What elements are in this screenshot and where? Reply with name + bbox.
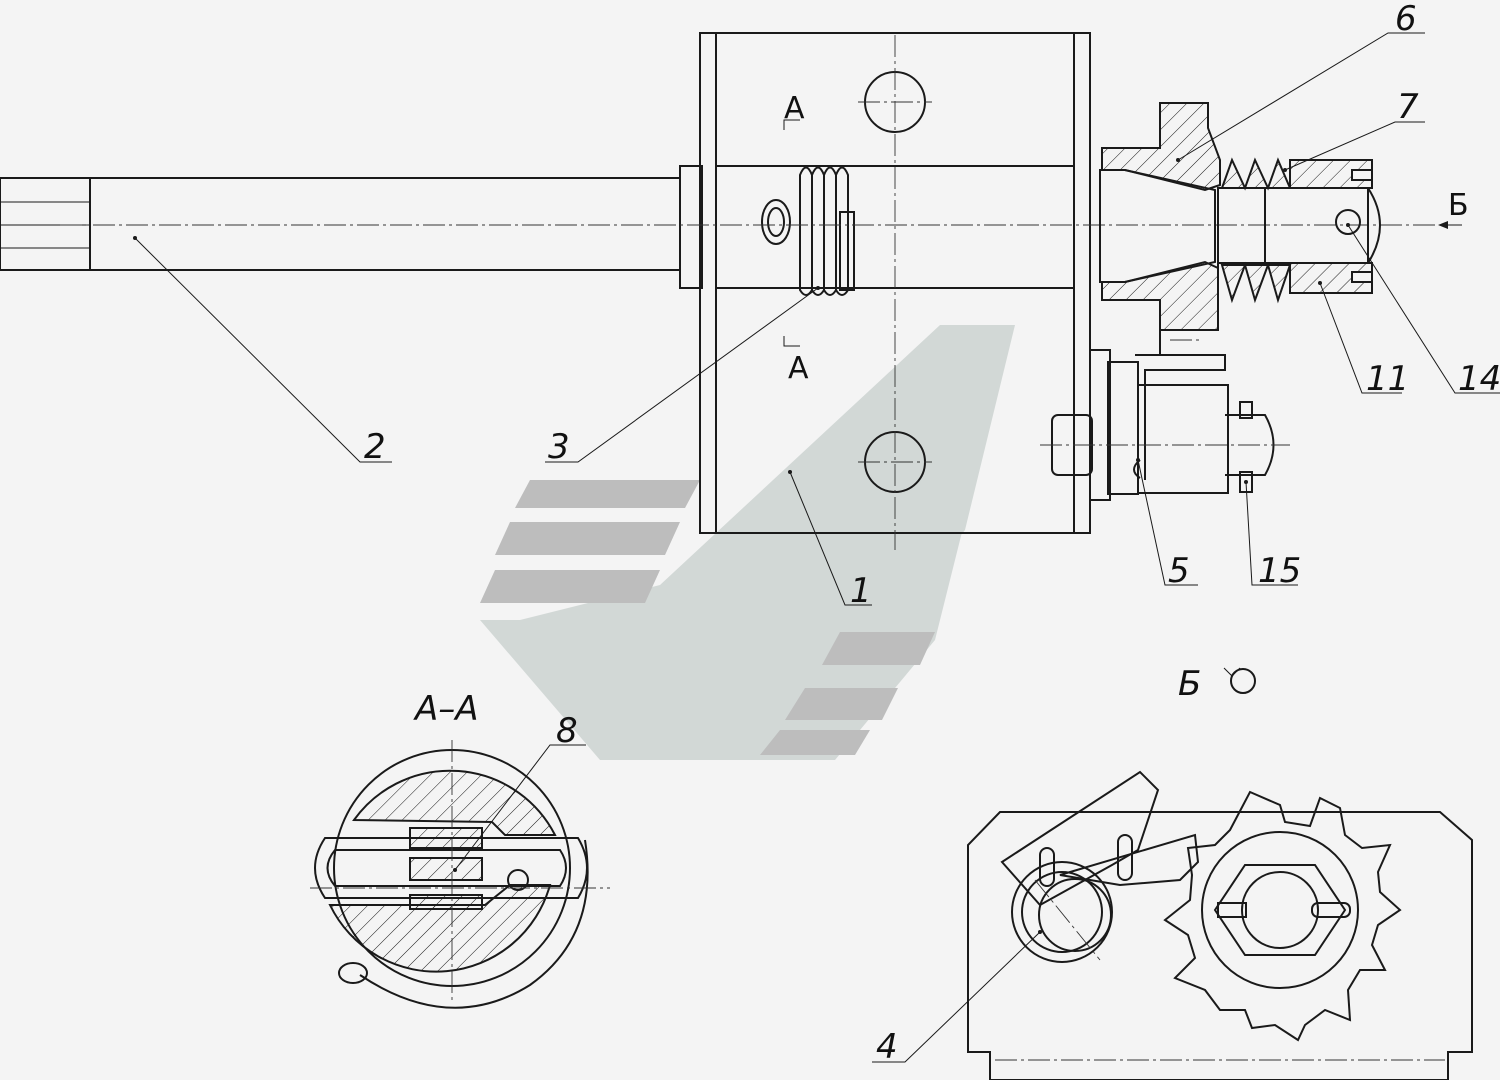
part-number-3: 3 bbox=[548, 427, 570, 467]
leader-lines: 2 3 1 5 15 6 7 11 14 bbox=[133, 0, 1500, 611]
housing-body bbox=[699, 32, 1091, 550]
part-number-8: 8 bbox=[556, 711, 578, 751]
part-number-15: 15 bbox=[1258, 551, 1301, 591]
part-number-4: 4 bbox=[876, 1027, 898, 1067]
rotation-arrow-icon bbox=[1223, 667, 1256, 694]
section-a-a: А–А 8 bbox=[310, 689, 610, 1009]
part-number-6: 6 bbox=[1395, 0, 1417, 39]
part-number-11: 11 bbox=[1366, 359, 1409, 399]
company-logo-watermark bbox=[480, 325, 1015, 760]
part-number-1: 1 bbox=[850, 571, 872, 611]
view-b: Б 4 bbox=[872, 664, 1473, 1080]
part-number-14: 14 bbox=[1458, 359, 1500, 399]
castle-nut bbox=[1289, 159, 1373, 294]
pawl-assembly bbox=[1040, 349, 1290, 501]
cut-label-bottom: А bbox=[788, 351, 809, 386]
disc-springs bbox=[1220, 157, 1292, 304]
section-aa-title: А–А bbox=[413, 689, 479, 729]
shaft bbox=[0, 165, 703, 289]
ratchet-hub bbox=[1099, 102, 1381, 356]
part-number-7: 7 bbox=[1397, 87, 1419, 127]
part-number-5: 5 bbox=[1168, 551, 1190, 591]
coil-spring bbox=[761, 166, 855, 296]
cut-label-top: А bbox=[784, 91, 805, 126]
view-b-marker: Б bbox=[1448, 188, 1469, 223]
view-b-title: Б bbox=[1178, 664, 1201, 704]
section-cut-marks: А А Б bbox=[783, 91, 1469, 386]
part-number-2: 2 bbox=[364, 427, 386, 467]
